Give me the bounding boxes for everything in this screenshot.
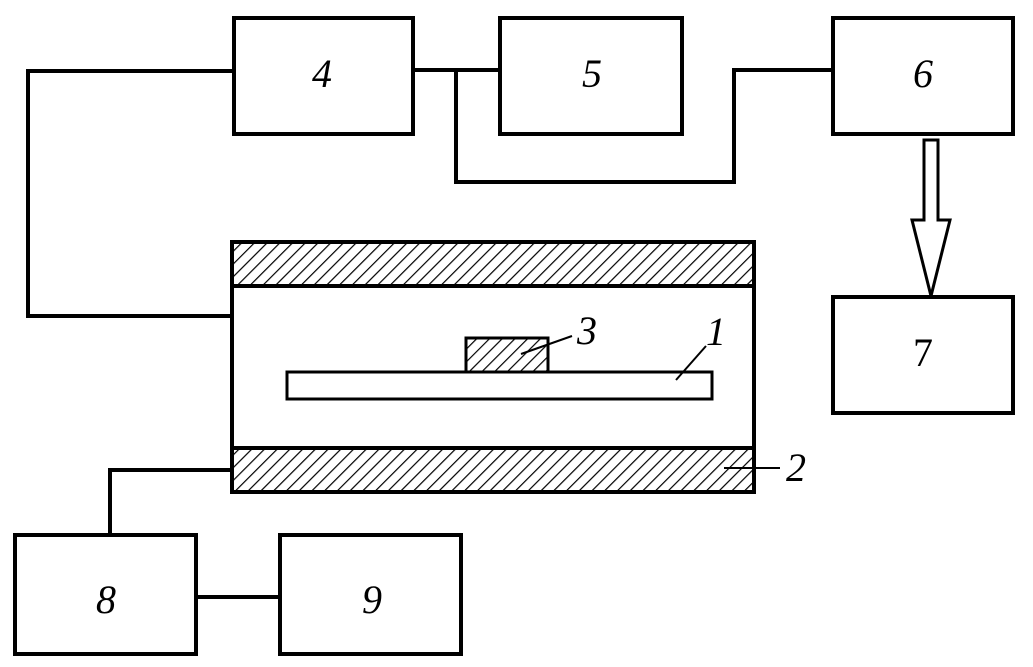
block-9 — [278, 533, 463, 656]
block-6-label: 6 — [913, 51, 933, 96]
block-5-label: 5 — [582, 51, 602, 96]
block-5 — [498, 16, 684, 136]
wire-heater-to-8 — [108, 468, 234, 537]
wire-4-to-6 — [454, 68, 835, 184]
heater-plate — [230, 446, 756, 494]
block-4 — [232, 16, 415, 136]
callout-1-label: 1 — [706, 309, 726, 354]
sensor-element — [464, 336, 550, 374]
callout-2-label: 2 — [786, 445, 806, 490]
block-8 — [13, 533, 198, 656]
callout-3-leader — [520, 335, 573, 355]
block-8-label: 8 — [96, 577, 116, 622]
callout-3-label: 3 — [576, 308, 597, 353]
callout-1-leader — [675, 345, 707, 381]
arrow-6-to-7 — [910, 138, 952, 297]
block-9-label: 9 — [362, 577, 382, 622]
block-4-label: 4 — [312, 51, 332, 96]
block-7 — [831, 295, 1015, 415]
chamber-top-plate — [230, 240, 756, 288]
block-7-label: 7 — [913, 330, 933, 375]
block-6 — [831, 16, 1015, 136]
sample-strip — [285, 370, 714, 401]
